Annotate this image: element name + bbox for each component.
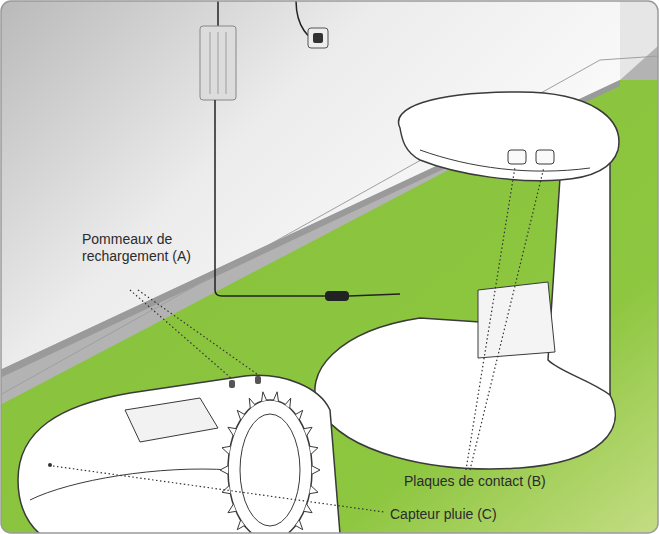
cable xyxy=(349,294,400,296)
supply-rib xyxy=(225,32,227,94)
wheel xyxy=(228,400,312,533)
wheel-tooth xyxy=(222,446,230,454)
callout-label: Pommeaux de rechargement (A) xyxy=(82,231,212,265)
wheel-tooth xyxy=(237,410,244,420)
charging-pin xyxy=(229,380,235,388)
wheel-tooth xyxy=(310,446,318,454)
wheel-tooth xyxy=(312,466,320,474)
mower-body xyxy=(18,375,340,533)
station-hood xyxy=(399,92,619,181)
rain-sensor xyxy=(48,463,52,467)
wall-base xyxy=(1,80,620,378)
wall-side xyxy=(620,1,658,80)
callout-label: Capteur pluie (C) xyxy=(390,506,590,523)
plug xyxy=(313,33,323,43)
wheel-tooth xyxy=(285,398,291,408)
supply-rib xyxy=(209,32,211,94)
contact-plate xyxy=(508,150,526,164)
mower-display xyxy=(125,398,218,442)
wheel-tooth xyxy=(222,486,230,494)
wheel-tooth xyxy=(296,520,303,530)
body-seam xyxy=(30,469,230,500)
cable xyxy=(215,100,325,296)
cable-ferrite xyxy=(325,291,349,301)
wall xyxy=(1,1,620,370)
supply-rib xyxy=(217,32,219,94)
wheel-tooth xyxy=(249,398,255,408)
wheel-tooth xyxy=(262,392,267,402)
wheel-tooth xyxy=(220,466,228,474)
callout-label: Plaques de contact (B) xyxy=(404,473,604,490)
wall-socket xyxy=(308,28,328,48)
leader-line xyxy=(470,167,544,470)
leader-line xyxy=(138,290,257,374)
leader-line xyxy=(53,466,384,512)
wheel-tooth xyxy=(237,520,244,530)
station-ramp xyxy=(478,282,555,358)
wheel-teeth xyxy=(220,392,320,533)
wheel-tooth xyxy=(228,504,236,512)
wheel-tooth xyxy=(228,427,236,435)
station-pillar xyxy=(548,160,610,395)
leader-line xyxy=(130,290,231,378)
pavement-edge xyxy=(1,56,658,395)
power-supply xyxy=(200,26,236,100)
hood-edge xyxy=(420,150,590,171)
leader-line xyxy=(466,167,515,470)
wheel-tooth xyxy=(296,410,303,420)
charging-pin xyxy=(255,376,261,384)
wheel-tooth xyxy=(304,427,312,435)
cable xyxy=(217,1,219,26)
wheel-tooth xyxy=(304,504,312,512)
wheel-hub xyxy=(240,414,300,526)
contact-plate xyxy=(536,150,554,164)
wheel-tooth xyxy=(310,486,318,494)
wheel-tooth xyxy=(273,392,278,402)
